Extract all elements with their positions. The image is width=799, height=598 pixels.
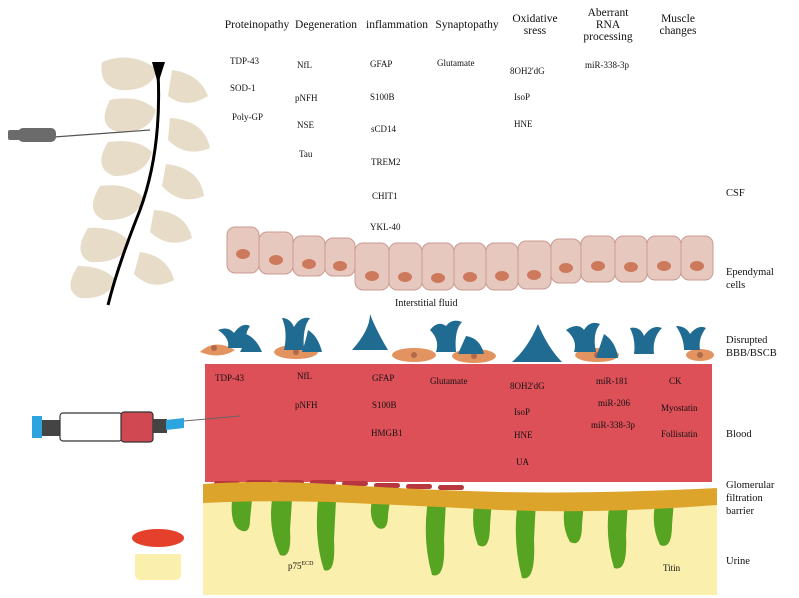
blood-glutamate: Glutamate <box>430 376 468 386</box>
blood-mir181: miR-181 <box>596 376 629 386</box>
label-bbb: Disrupted BBB/BSCB <box>726 335 777 359</box>
blood-isop: IsoP <box>514 407 531 417</box>
csf-hne: HNE <box>514 119 533 129</box>
blood-hne: HNE <box>514 430 533 440</box>
blood-nfl: NfL <box>297 371 312 381</box>
header-rna: Aberrant RNA processing <box>575 6 641 44</box>
csf-chit1: CHIT1 <box>372 191 398 201</box>
blood-syringe <box>32 411 241 443</box>
blood-8oh2dg: 8OH2'dG <box>510 381 545 391</box>
label-blood: Blood <box>726 429 752 440</box>
kidney-villi <box>231 500 674 579</box>
interstitial-fluid-label: Interstitial fluid <box>395 298 458 309</box>
csf-mir338: miR-338-3p <box>585 60 629 70</box>
csf-tdp43: TDP-43 <box>230 56 259 66</box>
csf-nfl: NfL <box>297 60 312 70</box>
csf-8oh2dg: 8OH2'dG <box>510 66 545 76</box>
blood-ua: UA <box>516 457 529 467</box>
blood-tdp43: TDP-43 <box>215 373 244 383</box>
blood-mir206: miR-206 <box>598 398 631 408</box>
label-ependymal: Ependymal cells <box>726 267 774 291</box>
urine-titin: Titin <box>663 563 681 573</box>
blood-s100b: S100B <box>372 400 397 410</box>
blood-pnfh: pNFH <box>295 400 318 410</box>
header-oxidative: Oxidative sress <box>502 6 568 44</box>
header-synaptopathy: Synaptopathy <box>432 6 502 44</box>
blood-hmgb1: HMGB1 <box>371 428 403 438</box>
glomerular-barrier <box>203 482 717 512</box>
cord-tip <box>152 62 165 84</box>
blood-mir338: miR-338-3p <box>591 420 635 430</box>
ependymal-nuclei <box>236 249 704 283</box>
csf-tau: Tau <box>299 149 313 159</box>
label-urine: Urine <box>726 556 750 567</box>
csf-pnfh: pNFH <box>295 93 318 103</box>
csf-gfap: GFAP <box>370 59 393 69</box>
label-gfb: Glomerular filtration barrier <box>726 480 775 517</box>
csf-isop: IsoP <box>514 92 531 102</box>
lumbar-needle <box>8 128 151 142</box>
header-muscle: Muscle changes <box>645 6 711 44</box>
urine-p75-sup: ECD <box>301 561 314 567</box>
csf-polygp: Poly-GP <box>232 112 264 122</box>
header-proteinopathy: Proteinopathy <box>222 6 292 44</box>
spine <box>70 57 210 299</box>
blood-gfap: GFAP <box>372 373 395 383</box>
blood-follistatin: Follistatin <box>661 429 698 439</box>
astrocytes <box>218 314 706 362</box>
csf-s100b: S100B <box>370 92 395 102</box>
urine-p75: p75ECD <box>288 561 314 571</box>
blood-ck: CK <box>669 376 682 386</box>
csf-trem2: TREM2 <box>371 157 401 167</box>
csf-scd14: sCD14 <box>371 124 397 134</box>
csf-sod1: SOD-1 <box>230 83 256 93</box>
csf-ykl40: YKL-40 <box>370 222 401 232</box>
urine-cup <box>132 529 184 580</box>
urine-p75-base: p75 <box>288 561 302 571</box>
blood-myostatin: Myostatin <box>661 403 698 413</box>
blood-layer <box>205 364 712 482</box>
csf-nse: NSE <box>297 120 315 130</box>
label-csf: CSF <box>726 188 745 199</box>
header-inflammation: inflammation <box>365 6 429 44</box>
header-degeneration: Degeneration <box>293 6 359 44</box>
spinal-cord <box>106 71 161 306</box>
ependymal-cells <box>226 226 714 291</box>
csf-glutamate: Glutamate <box>437 58 475 68</box>
